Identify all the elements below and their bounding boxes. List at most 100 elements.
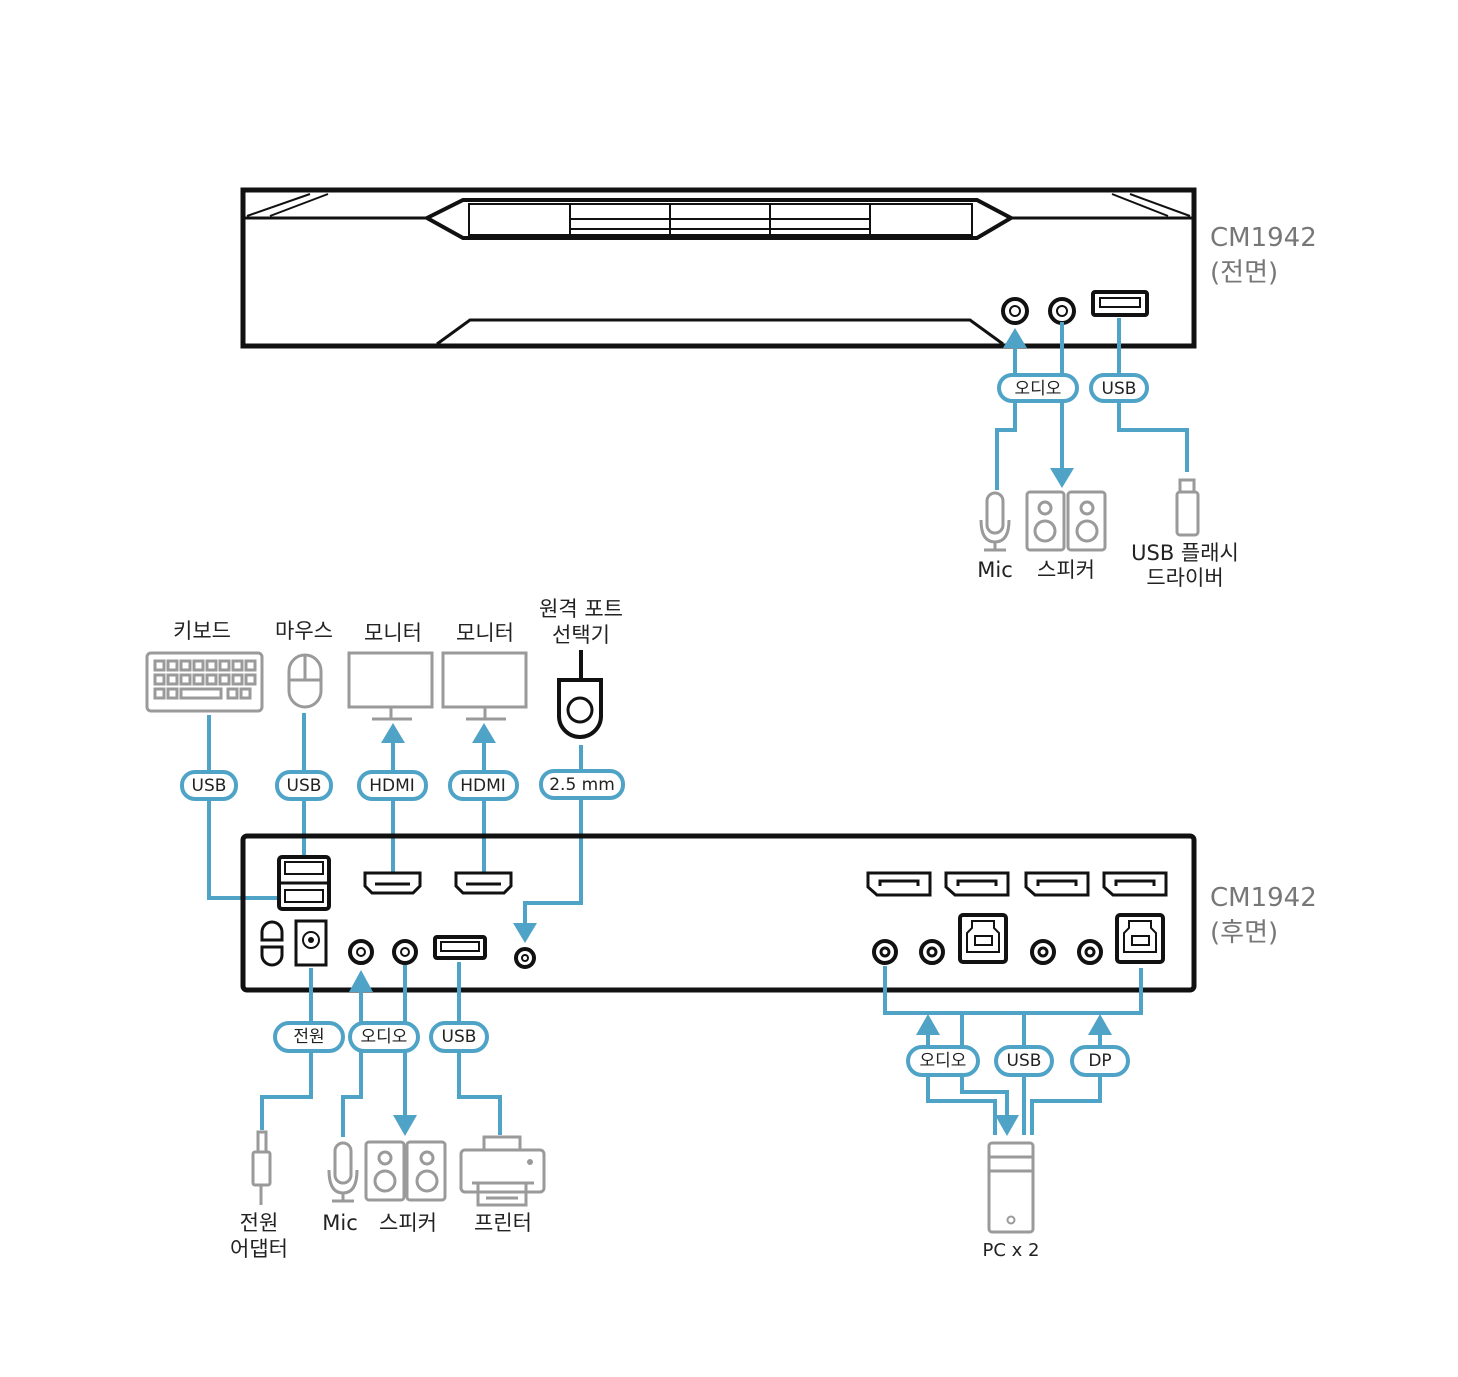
arrow-up-icon [1003, 328, 1027, 348]
arrow-up-icon [472, 723, 496, 743]
key [218, 673, 231, 686]
speaker-icon [364, 1140, 447, 1202]
key [218, 659, 231, 672]
rear-mic-label: Mic [322, 1211, 358, 1235]
rear-panel [240, 833, 1197, 993]
arrow-up-icon [1088, 1014, 1112, 1035]
power-switch-icon [260, 920, 284, 967]
remote-port-jack [514, 947, 536, 969]
displayport-port [1102, 871, 1168, 897]
usb-b-port-1 [958, 913, 1008, 964]
pc-audio-jack [919, 939, 945, 965]
key [231, 673, 244, 686]
monitor-icon [347, 651, 434, 721]
pc-audio-jack [1030, 939, 1056, 965]
front-model-label: CM1942 [1210, 223, 1317, 253]
hdmi-port-2 [454, 871, 513, 895]
arrow-down-icon [995, 1115, 1019, 1136]
arrow-up-icon [349, 970, 373, 992]
pc-tower-icon [987, 1141, 1035, 1234]
printer-icon [459, 1135, 546, 1207]
key [153, 687, 166, 700]
front-usb-cable-label: USB [1102, 379, 1137, 399]
front-mic-label: Mic [977, 558, 1013, 582]
remote-selector-label-2: 선택기 [552, 623, 610, 647]
key [179, 687, 223, 700]
key [231, 659, 244, 672]
displayport-port [866, 871, 932, 897]
arrow-up-icon [916, 1014, 940, 1035]
front-audio-jack-speaker [1048, 297, 1076, 325]
front-panel [240, 187, 1197, 349]
displayport-port [1024, 871, 1090, 897]
front-cables: 오디오 USB [995, 318, 1189, 490]
front-side-label: (전면) [1210, 258, 1278, 288]
rear-model-label: CM1942 [1210, 883, 1317, 913]
remote-cable-label: 2.5 mm [549, 775, 615, 795]
front-audio-jack-mic [1001, 297, 1029, 325]
rear-audio-cable-label: 오디오 [361, 1027, 408, 1047]
top-cables: USB USB HDMI HDMI 2.5 mm [180, 713, 625, 943]
rear-audio-jack-speaker [392, 939, 418, 965]
mouse-usb-cable-label: USB [287, 776, 322, 796]
key [244, 673, 257, 686]
key [179, 659, 192, 672]
mic-icon [979, 491, 1011, 552]
key [153, 659, 166, 672]
usb-b-port-2 [1115, 913, 1165, 964]
remote-port-selector-icon [557, 650, 603, 739]
monitor2-label: 모니터 [456, 621, 514, 645]
hdmi1-cable-label: HDMI [369, 776, 415, 796]
displayport-port [944, 871, 1010, 897]
keyboard-usb-cable-label: USB [192, 776, 227, 796]
key [205, 673, 218, 686]
dc-power-jack [294, 919, 328, 967]
usb-flash-label-1: USB 플래시 [1131, 541, 1239, 565]
monitor1-label: 모니터 [364, 621, 422, 645]
printer-label: 프린터 [474, 1211, 532, 1235]
hdmi-port-1 [363, 871, 422, 895]
power-adapter-label-1: 전원 [240, 1211, 279, 1235]
power-adapter-label-2: 어댑터 [230, 1237, 288, 1261]
front-audio-cable-label: 오디오 [1015, 379, 1062, 399]
pc-usb-cable-label: USB [1007, 1051, 1042, 1071]
mouse-label: 마우스 [275, 619, 333, 643]
mouse-icon [287, 653, 323, 709]
pc-audio-cable-label: 오디오 [920, 1051, 967, 1071]
pc-audio-jack [872, 939, 898, 965]
key [153, 673, 166, 686]
rear-side-label: (후면) [1210, 918, 1278, 948]
usb-stacked-ports [277, 855, 331, 911]
key [192, 659, 205, 672]
bottom-cables: 전원 오디오 USB [260, 962, 502, 1137]
front-usb-port [1091, 290, 1149, 317]
mic-icon [327, 1141, 359, 1203]
rear-usb-port [433, 935, 487, 960]
usb-flash-drive-icon [1175, 478, 1200, 537]
key [166, 687, 179, 700]
arrow-down-icon [513, 923, 537, 943]
front-speaker-label: 스피커 [1037, 558, 1095, 582]
key [205, 659, 218, 672]
key [179, 673, 192, 686]
remote-selector-label-1: 원격 포트 [539, 597, 623, 621]
key [166, 673, 179, 686]
power-cable-label: 전원 [293, 1027, 324, 1047]
key [192, 673, 205, 686]
pc-dp-cable-label: DP [1088, 1051, 1111, 1071]
hdmi2-cable-label: HDMI [460, 776, 506, 796]
arrow-up-icon [381, 723, 405, 743]
key [166, 659, 179, 672]
monitor-icon [441, 651, 528, 721]
key [239, 687, 252, 700]
keyboard-icon [145, 651, 264, 713]
pc-audio-jack [1077, 939, 1103, 965]
pc-cables: 오디오 USB DP [883, 966, 1143, 1136]
rear-usb-cable-label: USB [442, 1027, 477, 1047]
key [226, 687, 239, 700]
pc-label: PC x 2 [983, 1240, 1040, 1261]
arrow-down-icon [1050, 468, 1074, 488]
arrow-down-icon [393, 1115, 417, 1136]
rear-speaker-label: 스피커 [379, 1211, 437, 1235]
